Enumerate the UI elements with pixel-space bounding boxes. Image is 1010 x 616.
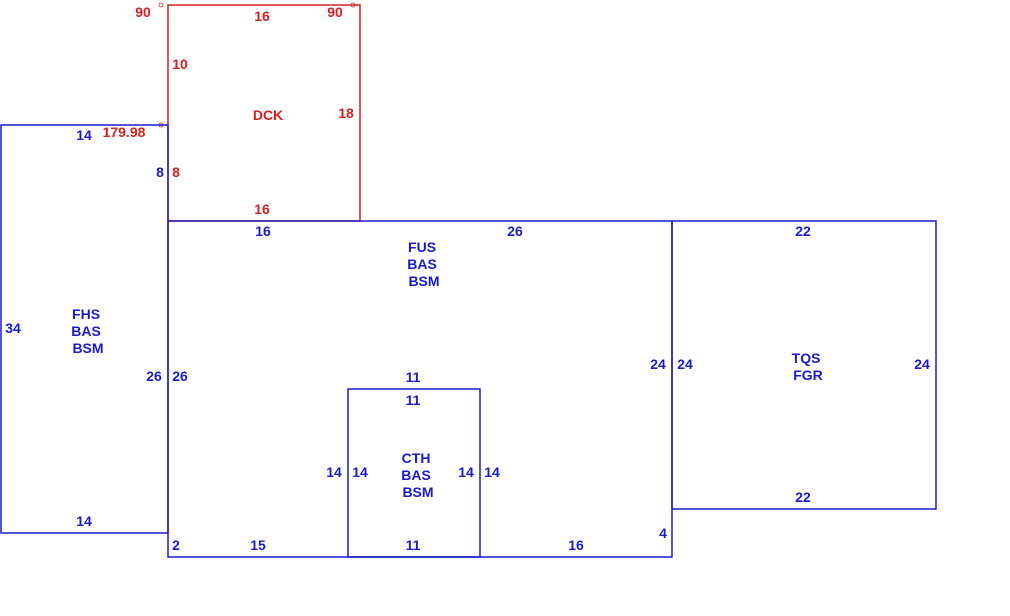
deck-bottom-dimension: 16 bbox=[254, 201, 270, 217]
fus-top-left-dimension: 16 bbox=[255, 223, 271, 239]
fhs-bottom-dimension: 14 bbox=[76, 513, 92, 529]
fhs-code: BAS bbox=[71, 323, 101, 339]
deck-corner-marker bbox=[158, 2, 164, 8]
deck-left-dimension: 10 bbox=[172, 56, 188, 72]
fhs-area-label: FHS BAS BSM bbox=[71, 306, 104, 356]
cth-code: BAS bbox=[401, 467, 431, 483]
cth-code: CTH bbox=[402, 450, 431, 466]
tqs-left-dimension: 24 bbox=[677, 356, 693, 372]
fus-code: BSM bbox=[408, 273, 439, 289]
fhs-code: BSM bbox=[72, 340, 103, 356]
fus-corner-right-dimension: 4 bbox=[659, 525, 667, 541]
fhs-top-dimension: 14 bbox=[76, 127, 92, 143]
tqs-bottom-dimension: 22 bbox=[795, 489, 811, 505]
cth-bottom-dimension: 11 bbox=[406, 537, 421, 553]
cth-area-label: CTH BAS BSM bbox=[401, 450, 434, 500]
cth-right-inner-dimension: 14 bbox=[458, 464, 474, 480]
fus-code: FUS bbox=[408, 239, 436, 255]
cth-top-inner-dimension: 11 bbox=[406, 392, 421, 408]
fus-outline bbox=[167, 220, 673, 558]
cth-left-inner-dimension: 14 bbox=[352, 464, 368, 480]
deck-angle-right: 90 bbox=[327, 4, 343, 20]
fus-right-dimension: 24 bbox=[650, 356, 666, 372]
tqs-outline bbox=[671, 220, 937, 510]
fus-bottom-left-dimension: 15 bbox=[250, 537, 266, 553]
tqs-right-dimension: 24 bbox=[914, 356, 930, 372]
fus-bottom-right-dimension: 16 bbox=[568, 537, 584, 553]
deck-offset-dimension: 8 bbox=[172, 164, 180, 180]
fus-corner-left-dimension: 2 bbox=[172, 537, 180, 553]
fus-top-right-dimension: 26 bbox=[507, 223, 523, 239]
deck-corner-marker bbox=[350, 2, 356, 8]
fus-area-label: FUS BAS BSM bbox=[407, 239, 440, 289]
fus-code: BAS bbox=[407, 256, 437, 272]
deck-angle-left: 90 bbox=[135, 4, 151, 20]
tqs-area-label: TQS FGR bbox=[792, 350, 825, 383]
deck-right-dimension: 18 bbox=[338, 105, 354, 121]
deck-area-label: DCK bbox=[253, 107, 283, 123]
fus-left-dimension: 26 bbox=[172, 368, 188, 384]
deck-angle-corner: 179.98 bbox=[103, 124, 146, 140]
cth-right-outer-dimension: 14 bbox=[484, 464, 500, 480]
cth-outline bbox=[347, 388, 481, 558]
tqs-code: TQS bbox=[792, 350, 821, 366]
fhs-right-upper-dimension: 8 bbox=[156, 164, 164, 180]
cth-code: BSM bbox=[402, 484, 433, 500]
fhs-code: FHS bbox=[72, 306, 100, 322]
tqs-top-dimension: 22 bbox=[795, 223, 811, 239]
deck-top-dimension: 16 bbox=[254, 8, 270, 24]
fhs-left-dimension: 34 bbox=[5, 320, 21, 336]
cth-left-outer-dimension: 14 bbox=[326, 464, 342, 480]
fhs-right-dimension: 26 bbox=[146, 368, 162, 384]
cth-top-outer-dimension: 11 bbox=[406, 369, 421, 385]
tqs-code: FGR bbox=[793, 367, 823, 383]
